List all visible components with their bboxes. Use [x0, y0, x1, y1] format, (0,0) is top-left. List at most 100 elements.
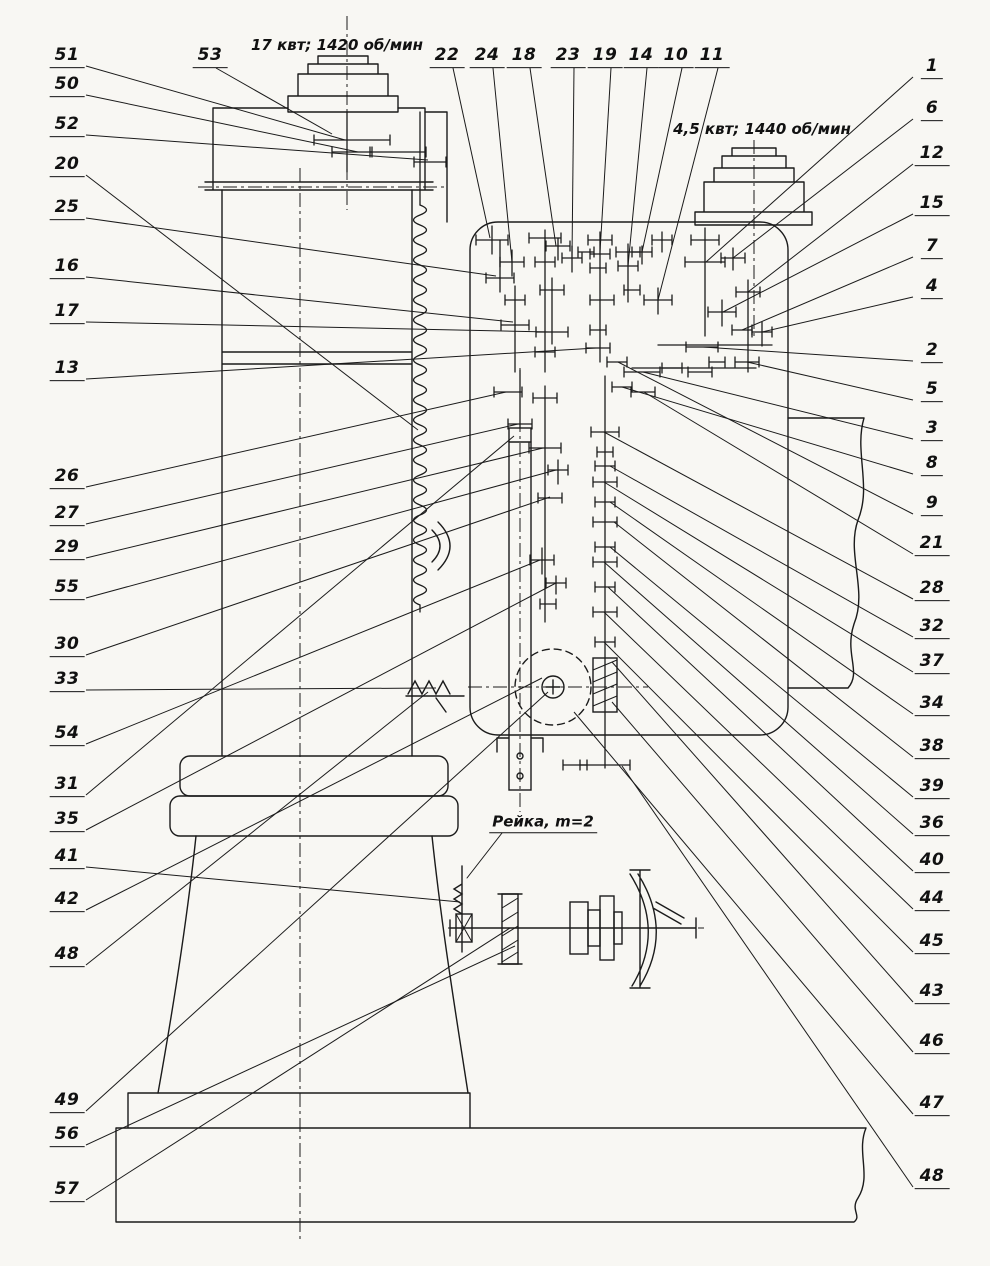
- leader-47: [573, 711, 914, 1115]
- callout-6: 6: [920, 99, 944, 121]
- callout-25: 25: [49, 198, 85, 220]
- leader-27: [85, 423, 519, 525]
- callout-14: 14: [623, 46, 659, 68]
- leader-4: [761, 296, 914, 333]
- callout-28: 28: [914, 579, 950, 601]
- collar-lower: [169, 795, 459, 837]
- leader-1: [705, 76, 914, 263]
- leader-26: [85, 391, 507, 488]
- callout-39: 39: [914, 777, 950, 799]
- callout-30: 30: [49, 635, 85, 657]
- worm-wheel: [431, 521, 451, 571]
- leader-24: [492, 67, 513, 263]
- callout-56: 56: [49, 1125, 85, 1147]
- leader-50: [85, 94, 359, 153]
- spindle-bar-detail: [496, 441, 544, 753]
- leader-12: [747, 163, 914, 293]
- callout-10: 10: [658, 46, 694, 68]
- callout-42: 42: [49, 890, 85, 912]
- leader-33: [85, 687, 437, 691]
- leader-14: [627, 67, 648, 267]
- callout-22: 22: [429, 46, 465, 68]
- callout-52: 52: [49, 115, 85, 137]
- leader-53: [215, 67, 333, 135]
- callout-8: 8: [920, 454, 944, 476]
- rack-annotation-leader: [466, 832, 503, 879]
- callout-23: 23: [550, 46, 586, 68]
- leader-18: [529, 67, 557, 247]
- callout-20: 20: [49, 155, 85, 177]
- callout-13: 13: [49, 359, 85, 381]
- feed-motor-spec: 4,5 квт; 1440 об/мин: [673, 119, 851, 138]
- housing-bracket: [424, 111, 448, 223]
- callout-57: 57: [49, 1180, 85, 1202]
- leader-29: [85, 447, 544, 559]
- callout-11: 11: [694, 46, 730, 68]
- leader-46: [611, 701, 914, 1053]
- callout-27: 27: [49, 504, 85, 526]
- callout-9: 9: [920, 494, 944, 516]
- leader-48: [85, 691, 429, 966]
- leader-54: [85, 559, 541, 745]
- leader-17: [85, 321, 551, 333]
- callout-3: 3: [920, 419, 944, 441]
- callout-53: 53: [192, 46, 228, 68]
- callout-29: 29: [49, 538, 85, 560]
- leader-22: [452, 67, 491, 239]
- leader-37: [603, 481, 914, 673]
- leader-30: [85, 496, 551, 656]
- leader-15: [722, 213, 914, 313]
- callout-45: 45: [914, 932, 950, 954]
- leader-41: [85, 866, 461, 903]
- leader-3: [642, 371, 914, 440]
- leader-9: [617, 361, 914, 515]
- column-head: [204, 107, 434, 191]
- leader-25: [85, 217, 497, 277]
- leader-44: [603, 611, 914, 910]
- callout-18: 18: [506, 46, 542, 68]
- callout-1: 1: [920, 57, 944, 79]
- leader-55: [85, 469, 557, 599]
- leader-36: [603, 561, 914, 835]
- callout-32: 32: [914, 617, 950, 639]
- callout-37: 37: [914, 652, 950, 674]
- callout-2: 2: [920, 341, 944, 363]
- leader-31: [85, 435, 515, 796]
- hub-step-4: [613, 911, 623, 945]
- callout-21: 21: [914, 534, 950, 556]
- leader-23: [571, 67, 575, 259]
- leader-40: [607, 586, 914, 872]
- rack: [452, 865, 464, 953]
- callout-49: 49: [49, 1091, 85, 1113]
- callout-46: 46: [914, 1032, 950, 1054]
- leader-16: [85, 276, 514, 323]
- column: [221, 189, 413, 757]
- callout-16: 16: [49, 257, 85, 279]
- callout-47: 47: [914, 1094, 950, 1116]
- pedestal: [157, 835, 469, 1094]
- leader-6: [732, 118, 914, 259]
- leader-20: [85, 174, 419, 431]
- callout-12: 12: [914, 144, 950, 166]
- callout-7: 7: [920, 237, 944, 259]
- callout-31: 31: [49, 775, 85, 797]
- leader-10: [641, 67, 683, 253]
- leader-7: [741, 256, 914, 331]
- callout-24: 24: [469, 46, 505, 68]
- callout-19: 19: [587, 46, 623, 68]
- leader-43: [611, 661, 914, 1003]
- leader-52: [85, 134, 429, 161]
- callout-36: 36: [914, 814, 950, 836]
- leader-5: [746, 361, 914, 401]
- callout-55: 55: [49, 578, 85, 600]
- leader-51: [85, 65, 346, 141]
- leader-39: [609, 546, 914, 798]
- callout-43: 43: [914, 982, 950, 1004]
- ratchet: [405, 679, 465, 713]
- callout-40: 40: [914, 851, 950, 873]
- callout-41: 41: [49, 847, 85, 869]
- callout-51: 51: [49, 46, 85, 68]
- side-panel: [787, 417, 865, 689]
